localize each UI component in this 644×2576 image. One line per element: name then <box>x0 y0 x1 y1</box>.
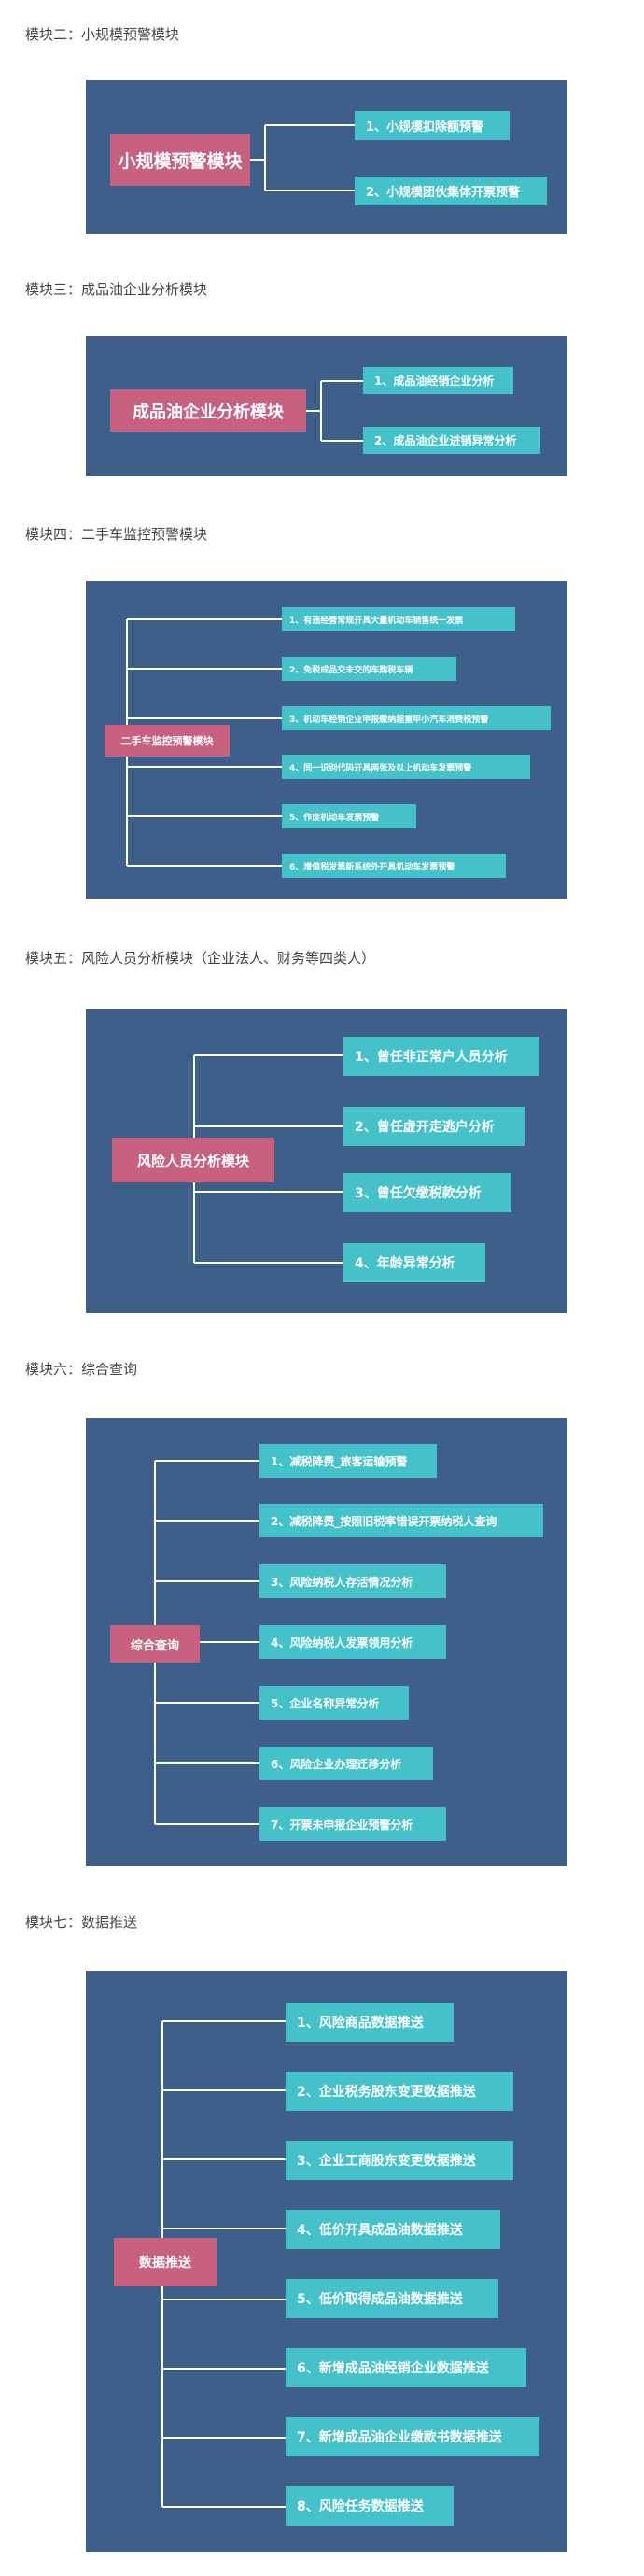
root-node: 风险人员分析模块 <box>112 1138 274 1182</box>
connector-lines <box>250 124 355 191</box>
root-node: 综合查询 <box>110 1625 200 1663</box>
child-node: 4、同一识别代码开具两张及以上机动车发票预警 <box>282 755 530 779</box>
diagram-panel: 综合查询 1、减税降费_旅客运输预警 2、减税降费_按照旧税率错误开票纳税人查询… <box>86 1418 567 1866</box>
child-node: 2、曾任虚开走逃户分析 <box>343 1107 525 1146</box>
connector-lines <box>306 380 363 442</box>
child-node: 5、低价取得成品油数据推送 <box>286 2279 498 2318</box>
child-node: 6、增值税发票新系统外开具机动车发票预警 <box>282 854 506 878</box>
child-node: 2、成品油企业进销异常分析 <box>363 427 540 454</box>
diagram-panel: 二手车监控预警模块 1、有违经营常规开具大量机动车销售统一发票 2、免税成品交未… <box>86 581 567 899</box>
child-node: 1、减税降费_旅客运输预警 <box>259 1444 437 1478</box>
child-node: 7、新增成品油企业缴款书数据推送 <box>286 2417 539 2456</box>
child-node: 1、曾任非正常户人员分析 <box>343 1037 539 1076</box>
section-heading: 模块四：二手车监控预警模块 <box>25 526 208 543</box>
child-node: 3、风险纳税人存活情况分析 <box>259 1564 446 1598</box>
root-node: 小规模预警模块 <box>110 134 250 186</box>
section-heading: 模块七：数据推送 <box>25 1914 138 1931</box>
section-heading: 模块五：风险人员分析模块（企业法人、财务等四类人） <box>25 950 376 967</box>
section-heading: 模块三：成品油企业分析模块 <box>25 281 208 298</box>
child-node: 1、有违经营常规开具大量机动车销售统一发票 <box>282 607 515 631</box>
child-node: 1、风险商品数据推送 <box>286 2003 454 2042</box>
child-node: 2、免税成品交未交的车购税车辆 <box>282 657 456 681</box>
child-node: 3、机动车经销企业申报缴纳超重甲小汽车消费税预警 <box>282 706 551 730</box>
child-node: 4、低价开具成品油数据推送 <box>286 2210 500 2249</box>
diagram-panel: 风险人员分析模块 1、曾任非正常户人员分析 2、曾任虚开走逃户分析 3、曾任欠缴… <box>86 1009 567 1313</box>
child-node: 6、风险企业办理迁移分析 <box>259 1747 433 1780</box>
root-node: 数据推送 <box>114 2238 217 2286</box>
child-node: 3、曾任欠缴税款分析 <box>343 1173 511 1212</box>
child-node: 5、作废机动车发票预警 <box>282 804 416 828</box>
child-node: 6、新增成品油经销企业数据推送 <box>286 2348 526 2387</box>
root-node: 二手车监控预警模块 <box>105 725 230 757</box>
diagram-panel: 数据推送 1、风险商品数据推送 2、企业税务股东变更数据推送 3、企业工商股东变… <box>86 1971 567 2552</box>
child-node: 3、企业工商股东变更数据推送 <box>286 2141 513 2180</box>
section-heading: 模块二：小规模预警模块 <box>25 26 180 43</box>
section-heading: 模块六：综合查询 <box>25 1361 138 1378</box>
child-node: 7、开票未申报企业预警分析 <box>259 1807 446 1841</box>
root-node: 成品油企业分析模块 <box>110 389 306 432</box>
child-node: 2、减税降费_按照旧税率错误开票纳税人查询 <box>259 1504 543 1537</box>
child-node: 2、小规模团伙集体开票预警 <box>355 177 547 205</box>
child-node: 4、年龄异常分析 <box>343 1243 485 1282</box>
diagram-panel: 成品油企业分析模块 1、成品油经销企业分析 2、成品油企业进销异常分析 <box>86 336 567 476</box>
diagram-panel: 小规模预警模块 1、小规模扣除额预警 2、小规模团伙集体开票预警 <box>86 80 567 234</box>
child-node: 5、企业名称异常分析 <box>259 1686 409 1720</box>
child-node: 4、风险纳税人发票领用分析 <box>259 1625 446 1659</box>
child-node: 1、成品油经销企业分析 <box>363 367 513 394</box>
child-node: 8、风险任务数据推送 <box>286 2486 454 2526</box>
child-node: 2、企业税务股东变更数据推送 <box>286 2072 513 2111</box>
child-node: 1、小规模扣除额预警 <box>355 111 510 140</box>
